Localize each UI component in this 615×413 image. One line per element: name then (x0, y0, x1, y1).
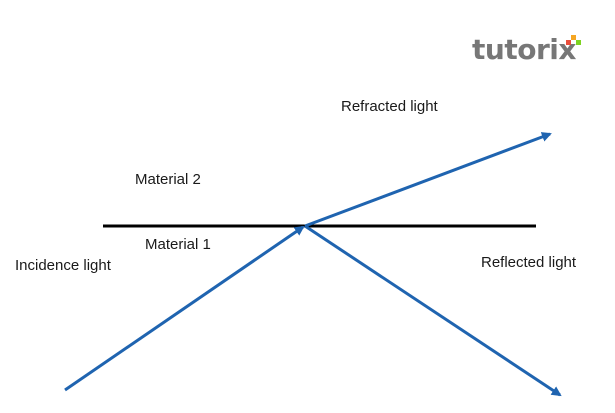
reflected-light-label: Reflected light (481, 254, 577, 271)
logo-text: tutorix (472, 33, 576, 66)
material-2-label: Material 2 (135, 171, 201, 188)
reflected-ray (304, 224, 562, 397)
material-1-label: Material 1 (145, 236, 211, 253)
incidence-light-label: Incidence light (15, 257, 111, 274)
incident-ray (64, 225, 305, 392)
logo-dot-red (566, 40, 571, 45)
tutorix-logo: tutorix (472, 30, 584, 70)
logo-dot-orange (571, 35, 576, 40)
logo-dot-green (576, 40, 581, 45)
refracted-ray (304, 132, 552, 228)
refracted-light-label: Refracted light (341, 98, 438, 115)
